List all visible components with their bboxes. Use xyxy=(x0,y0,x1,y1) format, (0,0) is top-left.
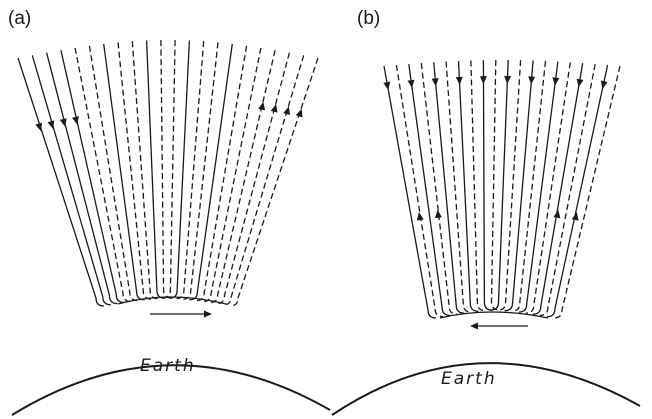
field-arrow-a-up-19 xyxy=(258,102,265,111)
field-arrow-b-5 xyxy=(432,78,439,86)
footpoint-arc-b xyxy=(440,312,548,318)
field-arrow-b-19 xyxy=(601,81,608,90)
field-line-a-12 xyxy=(162,40,175,298)
current-arrow-b xyxy=(470,323,478,330)
field-arrow-b-13 xyxy=(528,76,535,84)
field-line-b-13 xyxy=(505,61,533,311)
field-line-a-22 xyxy=(230,58,318,306)
field-line-b-14 xyxy=(512,61,546,311)
field-arrow-a-up-20 xyxy=(271,104,278,113)
field-lines-a xyxy=(18,40,318,317)
field-line-b-12 xyxy=(498,60,521,310)
field-arrow-a-1 xyxy=(35,123,42,132)
field-line-a-19 xyxy=(210,50,275,302)
panel-a: (a) Earth xyxy=(8,8,330,415)
field-arrow-a-up-21 xyxy=(283,106,290,115)
field-arrow-b-15 xyxy=(552,77,559,85)
field-line-b-19 xyxy=(547,65,608,317)
field-line-a-6 xyxy=(89,46,137,301)
field-arrow-b-3 xyxy=(408,80,415,88)
field-line-a-18 xyxy=(203,48,261,302)
field-arrow-b-1 xyxy=(383,82,390,90)
panel-b: (b) Earth xyxy=(332,8,640,415)
field-line-b-10 xyxy=(492,60,500,310)
earth-label-a: Earth xyxy=(140,356,196,376)
field-line-b-3 xyxy=(409,64,450,315)
field-line-b-18 xyxy=(540,64,595,315)
field-line-a-17 xyxy=(196,46,246,301)
earth-label-b: Earth xyxy=(441,369,497,389)
field-line-b-6 xyxy=(446,62,471,313)
field-line-b-9 xyxy=(483,60,492,310)
field-arrow-b-up-4 xyxy=(435,210,442,218)
field-line-a-14 xyxy=(176,41,204,298)
field-line-a-2 xyxy=(32,55,111,304)
field-line-b-1 xyxy=(384,66,436,318)
field-arrow-b-up-2 xyxy=(417,212,424,220)
field-line-a-21 xyxy=(223,55,304,304)
field-line-a-16 xyxy=(189,44,232,300)
field-arrow-a-up-22 xyxy=(296,109,303,118)
field-arrow-b-9 xyxy=(480,76,487,84)
field-line-a-11 xyxy=(161,40,172,298)
current-arrow-a xyxy=(204,311,212,318)
field-line-b-17 xyxy=(533,63,583,314)
panel-a-label: (a) xyxy=(8,8,31,29)
panel-b-label: (b) xyxy=(357,8,380,29)
field-arrow-b-11 xyxy=(504,76,511,84)
field-line-a-9 xyxy=(132,41,158,298)
field-arrow-b-7 xyxy=(456,77,463,85)
field-line-a-4 xyxy=(61,50,124,302)
field-arrow-b-17 xyxy=(577,79,584,87)
field-line-b-4 xyxy=(421,63,457,314)
field-lines-b xyxy=(383,60,620,330)
